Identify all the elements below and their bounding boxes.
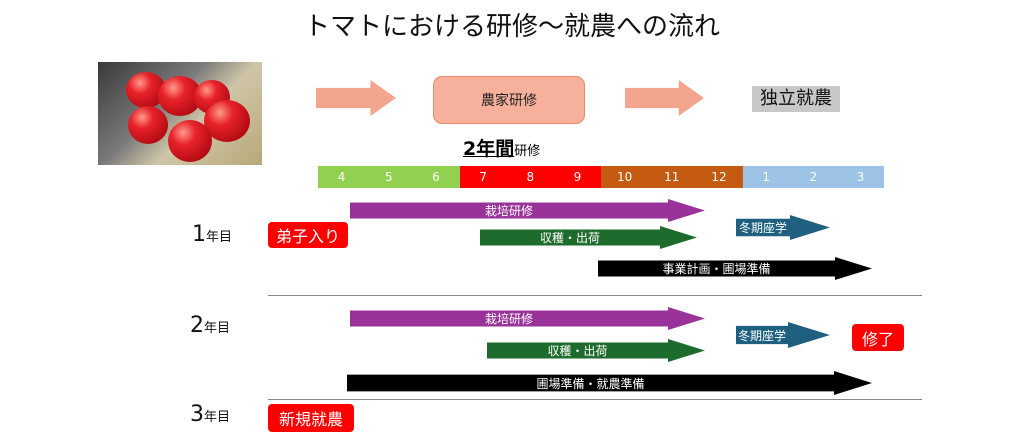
apprentice-start-badge: 弟子入り: [268, 222, 348, 248]
month-cell: 4: [318, 166, 366, 188]
farm-training-box: 農家研修: [433, 76, 585, 124]
month-cell: 11: [648, 166, 696, 188]
page-title: トマトにおける研修～就農への流れ: [303, 12, 720, 42]
y1-harvest-arrow: 収穫・出荷: [480, 226, 697, 249]
month-cell: 7: [459, 166, 507, 188]
month-cell: 2: [789, 166, 837, 188]
duration-suffix: 研修: [514, 144, 541, 159]
month-cell: 10: [601, 166, 649, 188]
month-cell: 12: [695, 166, 743, 188]
y2-winter-arrow: 冬期座学: [736, 322, 830, 348]
duration-main: 2年間: [463, 138, 515, 160]
month-cell: 5: [365, 166, 413, 188]
year-label-2: 2年目: [190, 313, 231, 338]
month-cell: 9: [553, 166, 602, 188]
divider: [268, 295, 922, 296]
year-label-1: 1年目: [192, 222, 233, 247]
y2-prep-arrow: 圃場準備・就農準備: [347, 371, 872, 395]
flow-arrow-icon: [316, 80, 396, 116]
month-cell: 1: [742, 166, 790, 188]
month-cell: 6: [412, 166, 460, 188]
y2-harvest-arrow: 収穫・出荷: [487, 339, 705, 362]
tomato-photo: [98, 62, 262, 165]
divider: [268, 399, 922, 400]
independent-farming-label: 独立就農: [752, 86, 840, 112]
year-label-3: 3年目: [190, 402, 231, 427]
y1-cultivation-arrow: 栽培研修: [350, 199, 705, 222]
new-farming-badge: 新規就農: [268, 404, 354, 432]
duration-label: 2年間研修: [463, 134, 540, 161]
completion-badge: 修了: [852, 324, 904, 351]
y1-planning-arrow: 事業計画・圃場準備: [598, 257, 872, 280]
y2-cultivation-arrow: 栽培研修: [350, 307, 705, 330]
flow-arrow-icon: [625, 80, 704, 116]
month-cell: 3: [836, 166, 885, 188]
y1-winter-arrow: 冬期座学: [736, 215, 830, 240]
month-cell: 8: [506, 166, 554, 188]
